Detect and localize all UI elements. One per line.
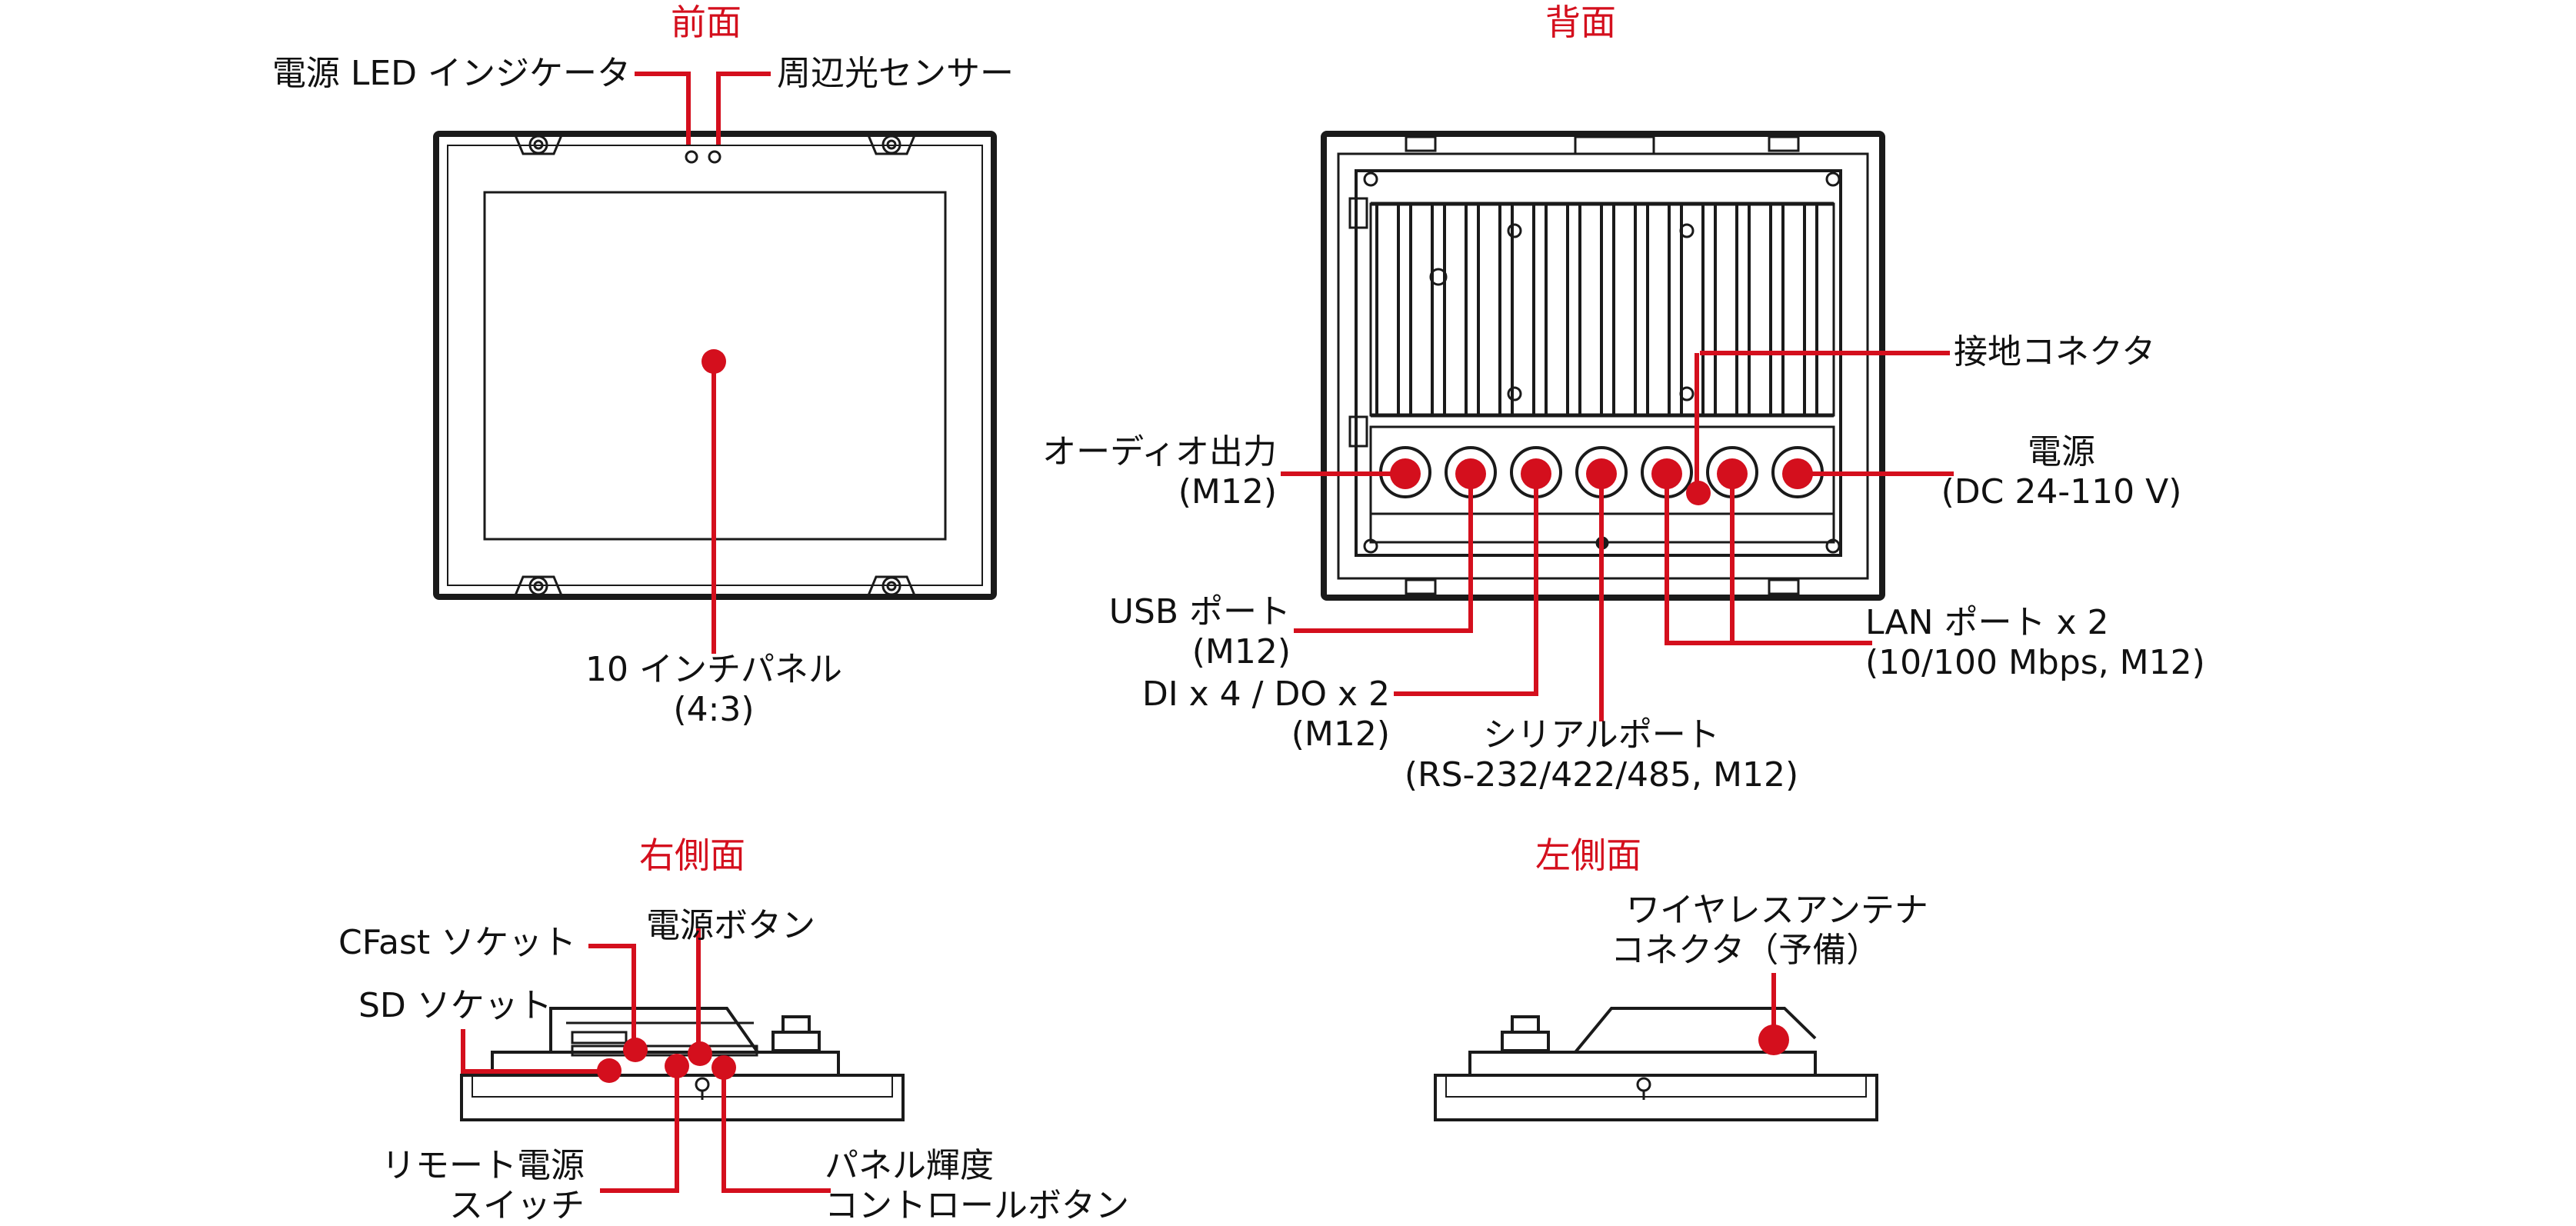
label-10in-panel: 10 インチパネル (4:3) xyxy=(522,650,906,730)
label-wireless-antenna-connector: ワイヤレスアンテナ コネクタ（予備） xyxy=(1611,891,1928,971)
cfast-slot xyxy=(571,1044,758,1057)
label-cfast-socket: CFast ソケット xyxy=(338,923,577,962)
label-remote-power-switch-line1: リモート電源 xyxy=(382,1146,585,1185)
left-side-housing xyxy=(1574,1007,1817,1054)
label-audio-output-type: (M12) xyxy=(1178,472,1277,511)
back-tabs xyxy=(1405,135,1800,595)
power-led xyxy=(685,150,698,164)
label-wireless-antenna-line1: ワイヤレスアンテナ xyxy=(1626,891,1928,930)
label-lan-port: LAN ポート x 2 (10/100 Mbps, M12) xyxy=(1865,603,2205,683)
label-brightness-control-line2: コントロールボタン xyxy=(825,1186,1129,1225)
left-side-drawing xyxy=(1434,1007,1878,1121)
label-remote-power-switch: リモート電源 スイッチ xyxy=(292,1146,585,1226)
heatsink xyxy=(1369,202,1835,417)
label-power-button: 電源ボタン xyxy=(646,906,815,945)
label-serial-port-name: シリアルポート xyxy=(1483,715,1720,755)
label-audio-output: オーディオ出力 (M12) xyxy=(923,432,1277,512)
label-power-input: 電源 (DC 24-110 V) xyxy=(1919,432,2204,512)
label-dio-type: (M12) xyxy=(1291,715,1390,754)
callout-leaders xyxy=(461,72,1954,1193)
ambient-light-sensor xyxy=(708,150,721,164)
label-power-input-spec: (DC 24-110 V) xyxy=(1941,472,2182,511)
label-ground-connector: 接地コネクタ xyxy=(1954,332,2156,371)
label-lan-port-name: LAN ポート x 2 xyxy=(1865,603,2109,642)
back-view-drawing xyxy=(1321,131,1885,601)
label-usb-port: USB ポート (M12) xyxy=(923,592,1291,672)
sd-card-slot xyxy=(571,1031,628,1044)
label-ambient-light-sensor: 周辺光センサー xyxy=(777,54,1014,93)
right-side-housing xyxy=(549,1007,759,1054)
label-usb-port-name: USB ポート xyxy=(1108,592,1291,631)
label-dio: DI x 4 / DO x 2 (M12) xyxy=(923,675,1390,755)
front-mount-bosses xyxy=(513,134,917,597)
left-side-antenna-stub xyxy=(1501,1015,1550,1052)
label-dio-name: DI x 4 / DO x 2 xyxy=(1141,675,1390,714)
label-power-input-name: 電源 xyxy=(2028,432,2095,471)
label-sd-socket: SD ソケット xyxy=(358,986,552,1025)
right-side-antenna-stub xyxy=(771,1015,821,1052)
label-serial-port: シリアルポート (RS-232/422/485, M12) xyxy=(1371,715,1832,795)
label-brightness-control-line1: パネル輝度 xyxy=(825,1146,994,1185)
label-10in-panel-name: 10 インチパネル xyxy=(585,650,842,689)
label-brightness-control: パネル輝度 コントロールボタン xyxy=(825,1146,1129,1226)
title-left-side-view: 左側面 xyxy=(1535,835,1641,876)
callout-dots xyxy=(597,349,1813,1083)
label-power-led-indicator: 電源 LED インジケータ xyxy=(272,54,631,93)
title-right-side-view: 右側面 xyxy=(639,835,745,876)
label-remote-power-switch-line2: スイッチ xyxy=(449,1186,585,1225)
label-serial-port-spec: (RS-232/422/485, M12) xyxy=(1404,755,1799,795)
label-10in-panel-ratio: (4:3) xyxy=(673,690,755,729)
label-usb-port-type: (M12) xyxy=(1191,632,1291,671)
label-audio-output-name: オーディオ出力 xyxy=(1042,432,1277,471)
label-lan-port-spec: (10/100 Mbps, M12) xyxy=(1865,643,2205,682)
title-front-view: 前面 xyxy=(671,2,741,43)
title-back-view: 背面 xyxy=(1545,2,1616,43)
label-wireless-antenna-line2: コネクタ（予備） xyxy=(1611,931,1881,970)
